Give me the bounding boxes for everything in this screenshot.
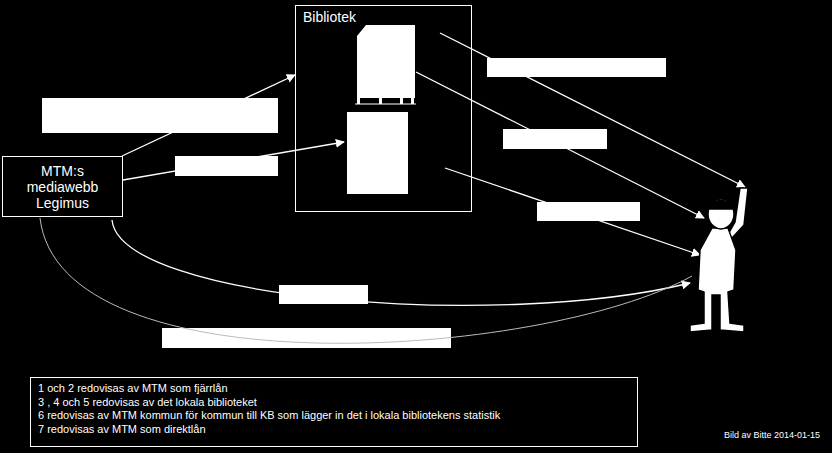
source-box: MTM:s mediawebb Legimus (2, 156, 123, 217)
blank-plates (42, 58, 666, 348)
node-text: 1 och 2 redovisas av MTM som fjärrlån (38, 382, 630, 396)
node-text: 3 , 4 och 5 redovisas av det lokala bibl… (38, 396, 630, 410)
device (347, 112, 408, 194)
arrow-connector (122, 75, 295, 156)
note-box: 1 och 2 redovisas av MTM som fjärrlån3 ,… (30, 377, 638, 447)
person-figure (690, 188, 748, 332)
node-text: MTM:s mediawebb Legimus (22, 163, 104, 211)
arrows (40, 33, 745, 343)
node-text: Bibliotek (303, 9, 464, 25)
node-text: 7 redovisas av MTM som direktlån (38, 423, 630, 437)
cabinet (355, 25, 416, 104)
library-box: Bibliotek (295, 5, 472, 212)
credit-note: Bild av Bitte 2014-01-15 (724, 430, 820, 440)
node-text: 6 redovisas av MTM kommun för kommun til… (38, 409, 630, 423)
